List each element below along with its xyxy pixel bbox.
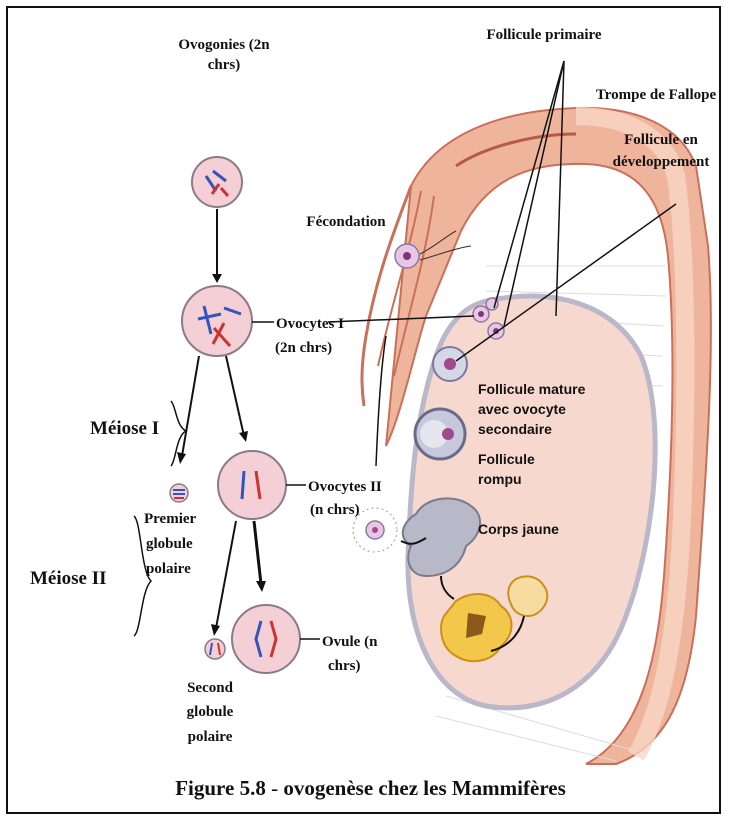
label-meiose1: Méiose I (90, 418, 159, 439)
label-fecondation: Fécondation (306, 214, 386, 230)
developing-follicle (433, 347, 467, 381)
label-follicule-dev-2: développement (613, 154, 710, 170)
label-ovocytes1-1: Ovocytes I (276, 316, 344, 332)
label-premier-gp-2: globule (146, 536, 193, 552)
arrow-oocyte1-to-oocyte2 (226, 356, 244, 436)
label-ovule-2: chrs) (328, 658, 361, 674)
label-follicule-dev-1: Follicule en (624, 132, 698, 148)
arrow-oocyte2-to-polar2 (216, 521, 236, 628)
figure-frame: Ovogonies (2n chrs) Follicule primaire T… (6, 6, 721, 814)
label-second-gp-1: Second (187, 680, 234, 696)
caption-title: ovogenèse chez les Mammifères (283, 776, 565, 800)
oogonium-cell (192, 157, 242, 207)
label-corps-jaune: Corps jaune (478, 521, 559, 537)
label-follicule-rompu-1: Follicule (478, 451, 535, 467)
label-ovocytes2-1: Ovocytes II (308, 479, 382, 495)
label-follicule-mature-2: avec ovocyte (478, 401, 566, 417)
label-follicule-mature-3: secondaire (478, 421, 552, 437)
secondary-oocyte-cell (218, 451, 286, 519)
label-second-gp-2: globule (187, 704, 234, 720)
label-premier-gp-1: Premier (144, 511, 197, 527)
figure-caption: Figure 5.8 - ovogenèse chez les Mammifèr… (8, 776, 729, 801)
arrow-oocyte2-to-ovum (254, 521, 261, 584)
label-follicule-rompu-2: rompu (478, 471, 522, 487)
label-ovule-1: Ovule (n (322, 634, 378, 650)
label-ovogonies-1: Ovogonies (2n (178, 37, 270, 53)
first-polar-body (170, 484, 188, 502)
label-ovogonies-2: chrs) (208, 57, 241, 73)
label-ovocytes2-2: (n chrs) (310, 502, 360, 518)
label-follicule-primaire: Follicule primaire (486, 27, 601, 43)
caption-figure-number: Figure 5.8 (175, 776, 266, 800)
mature-follicle (415, 409, 465, 459)
label-ovocytes1-2: (2n chrs) (275, 340, 332, 356)
second-polar-body (205, 639, 225, 659)
label-second-gp-3: polaire (188, 729, 233, 745)
arrow-oocyte1-to-polar1 (182, 356, 199, 456)
caption-separator: - (266, 776, 284, 800)
label-meiose2: Méiose II (30, 568, 107, 589)
label-premier-gp-3: polaire (146, 561, 191, 577)
oogenesis-diagram: Ovogonies (2n chrs) Follicule primaire T… (16, 16, 721, 771)
primary-oocyte-cell (182, 286, 252, 356)
label-trompe-fallope: Trompe de Fallope (596, 87, 717, 103)
label-follicule-mature-1: Follicule mature (478, 381, 586, 397)
ovum-cell (232, 605, 300, 673)
